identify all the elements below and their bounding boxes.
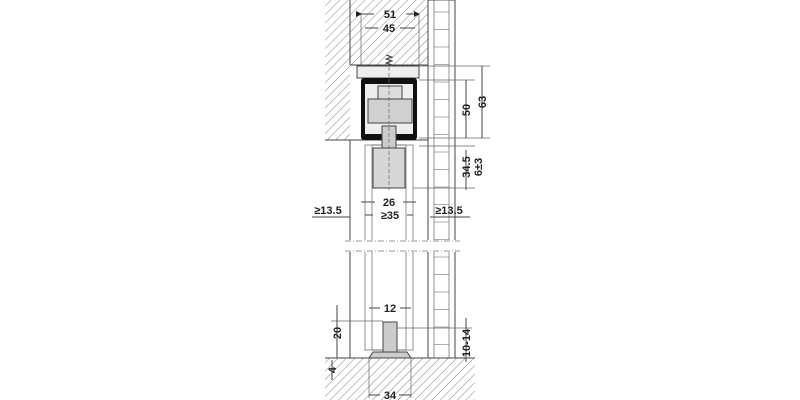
dim-width-45: 45 — [383, 23, 395, 35]
dim-height-63: 63 — [477, 96, 489, 108]
ceiling-wall — [325, 0, 428, 141]
dim-width-26: 26 — [383, 197, 395, 209]
dim-width-12: 12 — [384, 303, 396, 315]
dim-height-10-14: 10-14 — [461, 328, 473, 357]
dim-height-34-5: 34.5 — [461, 156, 473, 177]
dim-adjust-6: 6±3 — [473, 158, 485, 176]
dimension-lines — [312, 11, 490, 398]
dim-height-50: 50 — [461, 104, 473, 116]
dim-width-34: 34 — [384, 390, 397, 400]
track-profile — [356, 54, 420, 190]
floor — [325, 357, 475, 400]
dim-gap-right: ≥13.5 — [435, 205, 462, 217]
dim-height-4: 4 — [327, 366, 339, 373]
fixed-panel — [427, 0, 456, 359]
dim-width-min-35: ≥35 — [381, 210, 399, 222]
dim-width-51: 51 — [384, 9, 396, 21]
dim-height-20: 20 — [332, 327, 344, 339]
dim-gap-left: ≥13.5 — [314, 205, 341, 217]
